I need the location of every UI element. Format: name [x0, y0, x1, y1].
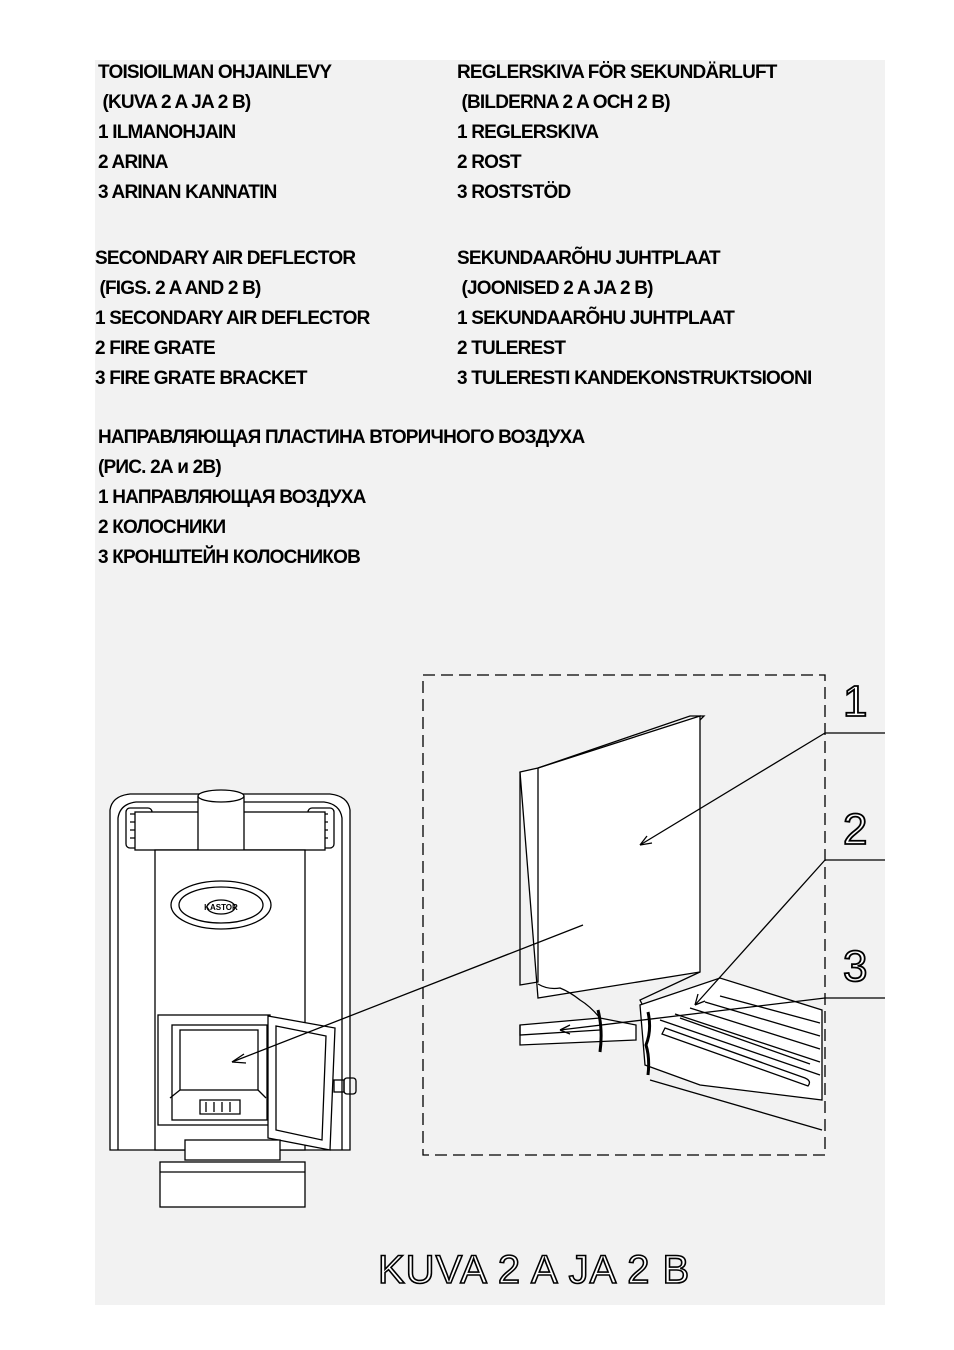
legend-title: SECONDARY AIR DEFLECTOR — [95, 248, 356, 269]
legend-subtitle: (РИС. 2А и 2В) — [98, 457, 222, 478]
legend-item-1: 1 REGLERSKIVA — [457, 122, 599, 143]
russian-legend: НАПРАВЛЯЮЩАЯ ПЛАСТИНА ВТОРИЧНОГО ВОЗДУХА… — [98, 423, 585, 573]
legend-item-3: 3 ROSTSTÖD — [457, 182, 571, 203]
english-legend: SECONDARY AIR DEFLECTOR (FIGS. 2 A AND 2… — [95, 244, 370, 394]
legend-item-3: 3 TULERESTI KANDEKONSTRUKTSIOONI — [457, 368, 812, 389]
legend-item-2: 2 TULEREST — [457, 338, 566, 359]
legend-item-3: 3 КРОНШТЕЙН КОЛОСНИКОВ — [98, 547, 361, 568]
legend-item-2: 2 ROST — [457, 152, 522, 173]
finnish-legend: TOISIOILMAN OHJAINLEVY (KUVA 2 A JA 2 B)… — [98, 58, 332, 208]
legend-item-2: 2 FIRE GRATE — [95, 338, 216, 359]
legend-item-1: 1 SEKUNDAARÕHU JUHTPLAAT — [457, 308, 735, 329]
legend-title: SEKUNDAARÕHU JUHTPLAAT — [457, 248, 721, 269]
legend-item-2: 2 ARINA — [98, 152, 169, 173]
legend-subtitle: (JOONISED 2 A JA 2 B) — [457, 278, 653, 299]
secondary-air-deflector — [519, 715, 706, 1019]
fire-grate-bracket — [519, 1009, 637, 1053]
legend-subtitle: (FIGS. 2 A AND 2 B) — [95, 278, 261, 299]
legend-subtitle: (KUVA 2 A JA 2 B) — [98, 92, 251, 113]
stove-illustration — [109, 789, 357, 1208]
legend-subtitle: (BILDERNA 2 A OCH 2 B) — [457, 92, 670, 113]
callout-1: 1 — [842, 677, 868, 726]
swedish-legend: REGLERSKIVA FÖR SEKUNDÄRLUFT (BILDERNA 2… — [457, 58, 777, 208]
legend-item-2: 2 КОЛОСНИКИ — [98, 517, 226, 538]
callout-3: 3 — [842, 942, 868, 991]
logo-text: KASTOR — [204, 903, 238, 912]
legend-title: TOISIOILMAN OHJAINLEVY — [98, 62, 332, 83]
legend-item-1: 1 НАПРАВЛЯЮЩАЯ ВОЗДУХА — [98, 487, 366, 508]
estonian-legend: SEKUNDAARÕHU JUHTPLAAT (JOONISED 2 A JA … — [457, 244, 812, 394]
legend-item-1: 1 ILMANOHJAIN — [98, 122, 236, 143]
callout-2: 2 — [842, 805, 868, 854]
legend-title: REGLERSKIVA FÖR SEKUNDÄRLUFT — [457, 62, 777, 83]
detail-view — [231, 674, 885, 1156]
legend-item-3: 3 FIRE GRATE BRACKET — [95, 368, 307, 389]
legend-item-1: 1 SECONDARY AIR DEFLECTOR — [95, 308, 370, 329]
fire-grate — [639, 977, 823, 1131]
legend-title: НАПРАВЛЯЮЩАЯ ПЛАСТИНА ВТОРИЧНОГО ВОЗДУХА — [98, 427, 585, 448]
figure-caption: KUVA 2 A JA 2 B — [377, 1247, 691, 1293]
legend-item-3: 3 ARINAN KANNATIN — [98, 182, 277, 203]
